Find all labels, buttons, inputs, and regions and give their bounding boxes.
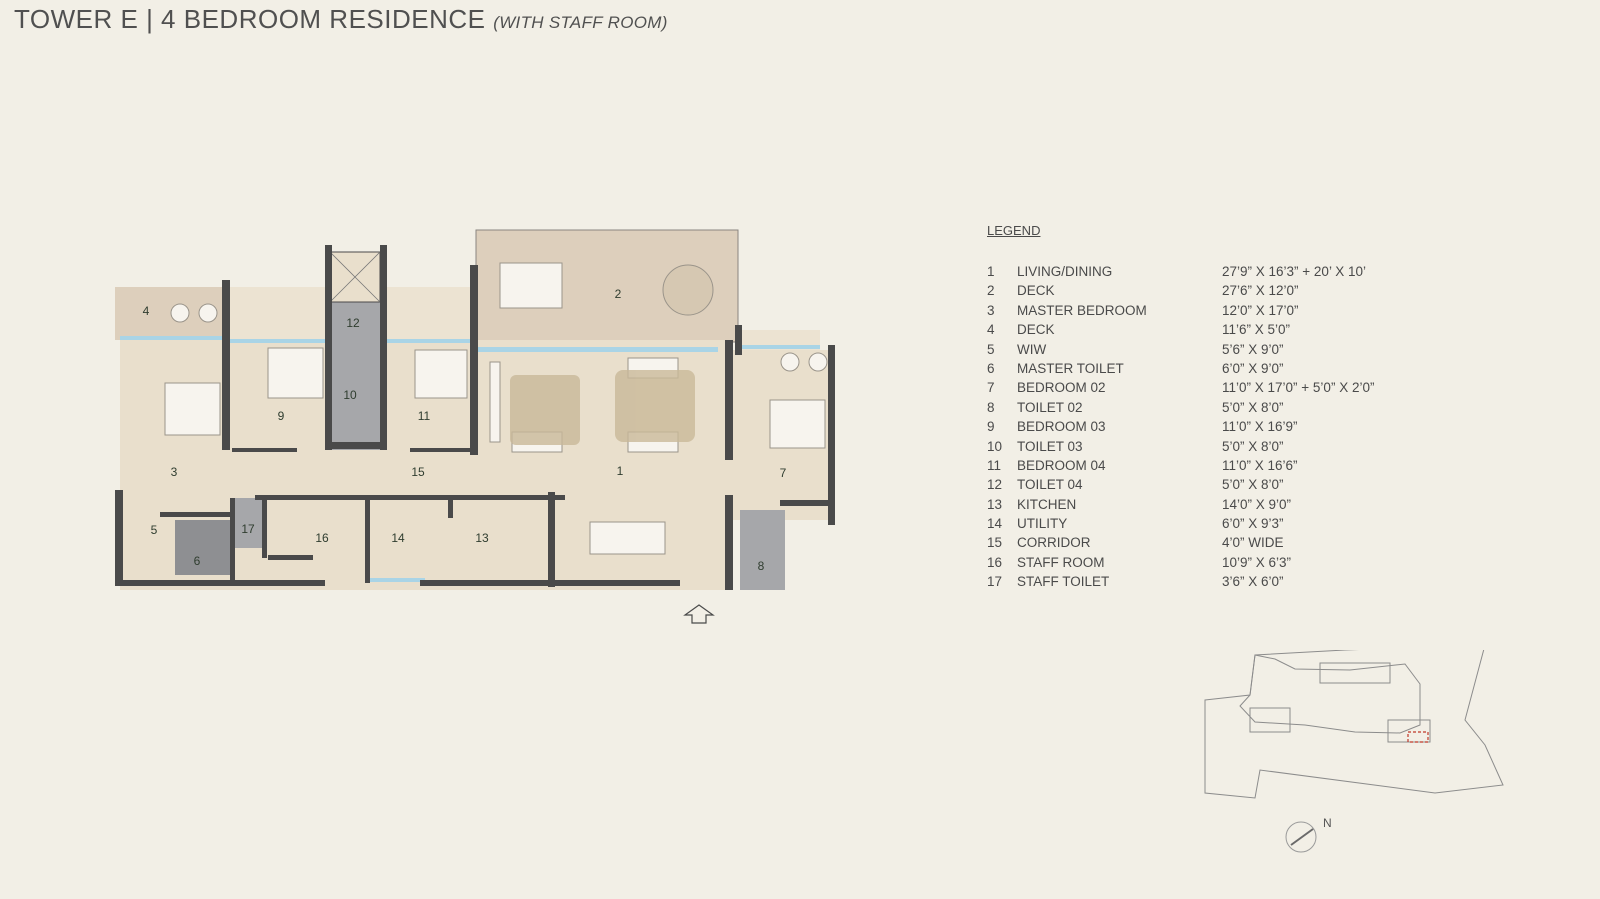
entrance-arrow-icon <box>683 604 715 624</box>
label-room-4: 4 <box>143 304 150 318</box>
glass-bedroom-7 <box>740 345 820 349</box>
label-room-2: 2 <box>615 287 622 301</box>
walls <box>115 245 835 590</box>
rugs <box>510 370 695 445</box>
glass-deck-4 <box>120 336 225 340</box>
compass-label: N <box>1323 816 1332 830</box>
label-room-13: 13 <box>475 531 489 545</box>
label-room-3: 3 <box>171 465 178 479</box>
toilet-17-area <box>233 498 263 548</box>
label-room-7: 7 <box>780 466 787 480</box>
legend-heading: LEGEND <box>987 223 1041 238</box>
balcony-11 <box>385 287 475 342</box>
toilet-12-area <box>330 300 380 355</box>
toilet-10-area <box>330 355 380 450</box>
page-title: TOWER E | 4 BEDROOM RESIDENCE (WITH STAF… <box>14 4 668 35</box>
label-room-6: 6 <box>194 554 201 568</box>
label-room-16: 16 <box>315 531 329 545</box>
north-compass-icon: N <box>1285 816 1332 853</box>
label-room-12: 12 <box>346 316 360 330</box>
title-main: TOWER E | 4 BEDROOM RESIDENCE <box>14 4 486 34</box>
label-room-15: 15 <box>411 465 425 479</box>
toilet-8-area <box>740 510 785 590</box>
unit-marker <box>1407 731 1429 743</box>
label-room-9: 9 <box>278 409 285 423</box>
label-room-8: 8 <box>758 559 765 573</box>
glass-living <box>478 347 718 352</box>
glass-bedroom-9 <box>230 339 328 343</box>
label-room-14: 14 <box>391 531 405 545</box>
lounge-table <box>662 264 714 316</box>
label-room-10: 10 <box>343 388 357 402</box>
title-subtitle: (WITH STAFF ROOM) <box>493 13 668 32</box>
label-room-17: 17 <box>241 522 255 536</box>
label-room-5: 5 <box>151 523 158 537</box>
balcony-9 <box>230 287 325 342</box>
floor-plan: 1 2 3 4 5 6 7 8 9 10 11 12 13 14 15 16 1… <box>115 229 835 624</box>
label-room-11: 11 <box>418 409 431 423</box>
toilet-6-area <box>175 520 230 575</box>
site-key-plan <box>1204 650 1504 799</box>
glass-bedroom-11 <box>383 339 475 343</box>
glass-kitchen <box>365 578 425 582</box>
label-room-1: 1 <box>617 464 624 478</box>
